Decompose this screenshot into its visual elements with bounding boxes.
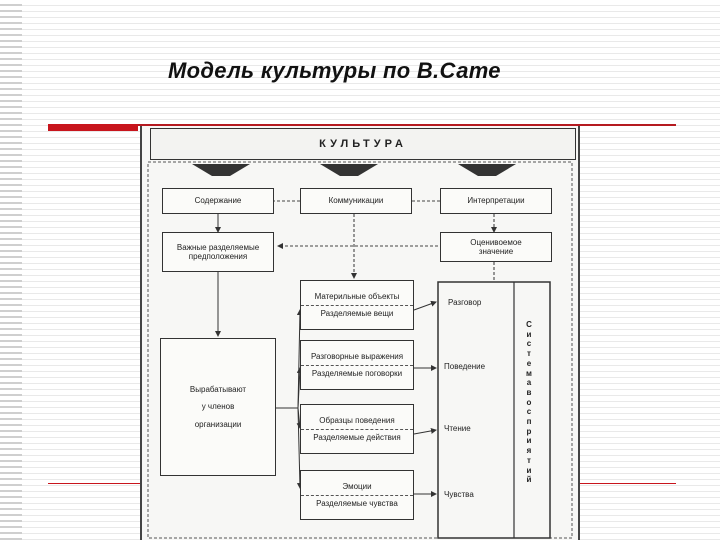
perception-system-text: С и с т е м а в о с п р и я т и й bbox=[526, 320, 532, 485]
comm-pair-expressions: Разговорные выражения Разделяемые погово… bbox=[300, 340, 414, 390]
produced-line-2: у членов bbox=[201, 402, 235, 412]
down-arrows bbox=[192, 164, 516, 176]
produced-line-3: организации bbox=[194, 419, 242, 429]
culture-diagram: КУЛЬТУРА Содержание Коммуникации Интерпр… bbox=[140, 126, 580, 540]
comm-pair-emotions-bottom: Разделяемые чувства bbox=[316, 498, 398, 508]
label-conversation: Разговор bbox=[448, 298, 482, 307]
culture-title-box: КУЛЬТУРА bbox=[150, 128, 576, 160]
comm-pair-emotions-top: Эмоции bbox=[301, 479, 413, 496]
comm-pair-behaviour: Образцы поведения Разделяемые действия bbox=[300, 404, 414, 454]
slide-title: Модель культуры по В.Сате bbox=[168, 58, 501, 83]
accent-bar bbox=[48, 124, 138, 131]
perception-system-vertical-label: С и с т е м а в о с п р и я т и й bbox=[522, 320, 536, 484]
left-stripe-decoration bbox=[0, 0, 22, 540]
comm-pair-expressions-bottom: Разделяемые поговорки bbox=[311, 368, 403, 378]
evaluated-meaning-box: Оценивоемое значение bbox=[440, 232, 552, 262]
comm-pair-objects-top: Материльные объекты bbox=[301, 289, 413, 306]
label-feelings: Чувства bbox=[444, 490, 474, 499]
comm-pair-objects: Материльные объекты Разделяемые вещи bbox=[300, 280, 414, 330]
comm-pair-emotions: Эмоции Разделяемые чувства bbox=[300, 470, 414, 520]
assumptions-box: Важные разделяемые предположения bbox=[162, 232, 274, 272]
label-behaviour: Поведение bbox=[444, 362, 486, 371]
produced-by-members-box: Вырабатывают у членов организации bbox=[160, 338, 276, 476]
column-head-interpretation: Интерпретации bbox=[440, 188, 552, 214]
produced-line-1: Вырабатывают bbox=[189, 385, 247, 395]
comm-pair-behaviour-top: Образцы поведения bbox=[301, 413, 413, 430]
comm-pair-objects-bottom: Разделяемые вещи bbox=[320, 308, 394, 318]
column-head-content: Содержание bbox=[162, 188, 274, 214]
diagram-connectors bbox=[147, 161, 573, 539]
comm-pair-expressions-top: Разговорные выражения bbox=[301, 349, 413, 366]
accent-line-top bbox=[138, 124, 676, 126]
comm-pair-behaviour-bottom: Разделяемые действия bbox=[313, 432, 401, 442]
label-reading: Чтение bbox=[444, 424, 471, 433]
column-head-communications: Коммуникации bbox=[300, 188, 412, 214]
